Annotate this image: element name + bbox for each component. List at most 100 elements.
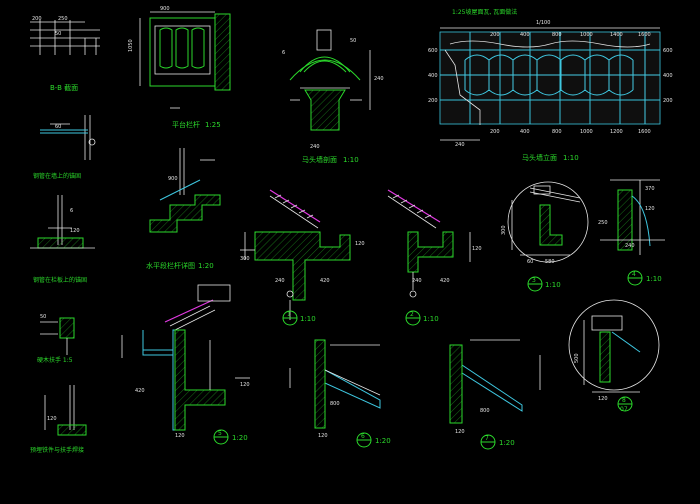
dim-label: 900: [160, 6, 170, 12]
title-section-bb: B-B 截面: [50, 83, 78, 92]
title-pipe-on-wall: 钢管在墙上的锚固: [33, 172, 81, 180]
detail-platform-rail: 平台栏杆 1:25 900 水平段栏杆详图 1:20: [146, 120, 221, 270]
bubble-scale: 1:20: [499, 439, 515, 447]
dim-label: 900: [168, 176, 178, 182]
dim-label: 800: [330, 401, 340, 407]
bubble-number: 2: [410, 311, 414, 318]
axis-tick: 400: [520, 129, 530, 135]
axis-tick: 200: [663, 98, 673, 104]
axis-tick: 1000: [580, 129, 593, 135]
dim-label: 250: [58, 16, 68, 22]
title-handrail: 硬木扶手 1:5: [37, 356, 73, 364]
dim-label: 120: [645, 206, 655, 212]
bubble-7: 7 1:20: [480, 434, 515, 450]
detail-rail-panel: 1050 900: [128, 6, 231, 109]
dim-label: 240: [455, 142, 465, 148]
dim-label: 300: [240, 256, 250, 262]
note: 6: [70, 208, 73, 214]
bubble-number: 3: [532, 277, 536, 284]
bubble-1: 1 1:10: [282, 310, 316, 326]
dim-label: 580: [545, 259, 555, 265]
detail-section-bb: 200 250 50 B-B 截面: [30, 16, 100, 92]
bubble-4: 4 1:10: [627, 270, 662, 286]
detail-rail-section-2: 800 120: [289, 339, 381, 439]
bubble-5: 5 1:20: [213, 429, 248, 445]
dim-label: 50: [55, 31, 61, 37]
dim-label: 500: [574, 353, 580, 363]
detail-gable-corner: 370 120 240 250: [598, 179, 665, 255]
title-anchor-note: 预埋铁件与扶手焊接: [30, 446, 84, 454]
dim-label: 120: [598, 396, 608, 402]
axis-tick: 800: [552, 32, 562, 38]
scale-gable-elevation: 1:10: [563, 154, 579, 162]
detail-circle-lower: 120 500: [568, 299, 660, 402]
axis-tick: 600: [428, 48, 438, 54]
title-platform-rail: 平台栏杆: [172, 120, 200, 129]
bubble-6: 6 1:20: [356, 432, 391, 448]
dim-label: 1050: [128, 39, 134, 52]
note: 120: [70, 228, 80, 234]
dim-label: 420: [135, 388, 145, 394]
bubble-scale: 1:10: [423, 315, 439, 323]
axis-tick: 600: [663, 48, 673, 54]
scale-horizontal-rail: 1:20: [198, 262, 214, 270]
bubble-number: 6: [361, 433, 365, 440]
bubble-scale: 1:10: [646, 275, 662, 283]
detail-gable-cap: 6 50 240 240 马头墙剖面 1:10: [282, 29, 384, 164]
dim-label: 300: [501, 225, 507, 235]
dim-label: 240: [412, 278, 422, 284]
scale-label: 1/100: [536, 20, 550, 26]
dim-label: 240: [625, 243, 635, 249]
dim-label: 240: [275, 278, 285, 284]
dim-label: 200: [32, 16, 42, 22]
dim-label: 120: [472, 246, 482, 252]
scale-gable-section: 1:10: [343, 156, 359, 164]
detail-pipe-on-wall: 60 钢管在墙上的锚固: [33, 115, 96, 180]
dim-label: 120: [47, 416, 57, 422]
bubble-8: 8 07: [617, 396, 633, 413]
detail-pipe-on-slab: 6 120 钢管在栏板上的锚固: [30, 195, 95, 284]
bubble-scale: 1:10: [545, 281, 561, 289]
axis-tick: 1400: [610, 32, 623, 38]
dim-label: 250: [598, 220, 608, 226]
bubble-scale: 1:20: [232, 434, 248, 442]
axis-tick: 200: [490, 32, 500, 38]
bubble-scale: 1:10: [300, 315, 316, 323]
note-tile: 1:25坡屋面瓦, 瓦面做法: [452, 8, 517, 16]
axis-tick: 1600: [638, 32, 651, 38]
title-gable-section: 马头墙剖面: [302, 155, 337, 164]
dim-label: 120: [355, 241, 365, 247]
bubble-number: 1: [287, 311, 291, 318]
axis-tick: 1200: [610, 129, 623, 135]
scale-platform-rail: 1:25: [205, 121, 221, 129]
axis-tick: 800: [552, 129, 562, 135]
dim-label: 240: [374, 76, 384, 82]
note: 50: [350, 38, 356, 44]
dim-label: 420: [320, 278, 330, 284]
axis-tick: 200: [490, 129, 500, 135]
dim-label: 420: [440, 278, 450, 284]
dim-label: 120: [455, 429, 465, 435]
axis-tick: 200: [428, 98, 438, 104]
bubble-sheet: 07: [620, 406, 628, 413]
detail-rail-section-3: 800 120: [449, 339, 541, 435]
title-gable-elevation: 马头墙立面: [522, 153, 557, 162]
axis-tick: 1000: [580, 32, 593, 38]
detail-gable-elevation: 1:25坡屋面瓦, 瓦面做法 1/100: [428, 8, 673, 162]
axis-tick: 400: [663, 73, 673, 79]
detail-eave-1: 420 240 120 300: [240, 189, 365, 320]
detail-rail-section-1: 420 120 120: [121, 284, 250, 439]
detail-handrail: 50 硬木扶手 1:5: [37, 314, 75, 364]
dim-label: 60: [527, 259, 533, 265]
axis-tick: 400: [428, 73, 438, 79]
dim-label: 120: [318, 433, 328, 439]
detail-circle-eave: 60 580 300: [501, 181, 589, 265]
dim-label: 370: [645, 186, 655, 192]
dim-label: 120: [240, 382, 250, 388]
axis-tick: 1600: [638, 129, 651, 135]
bubble-3: 3 1:10: [527, 276, 561, 292]
dim-label: 120: [175, 433, 185, 439]
dim-label: 50: [40, 314, 46, 320]
bubble-number: 4: [632, 271, 636, 278]
